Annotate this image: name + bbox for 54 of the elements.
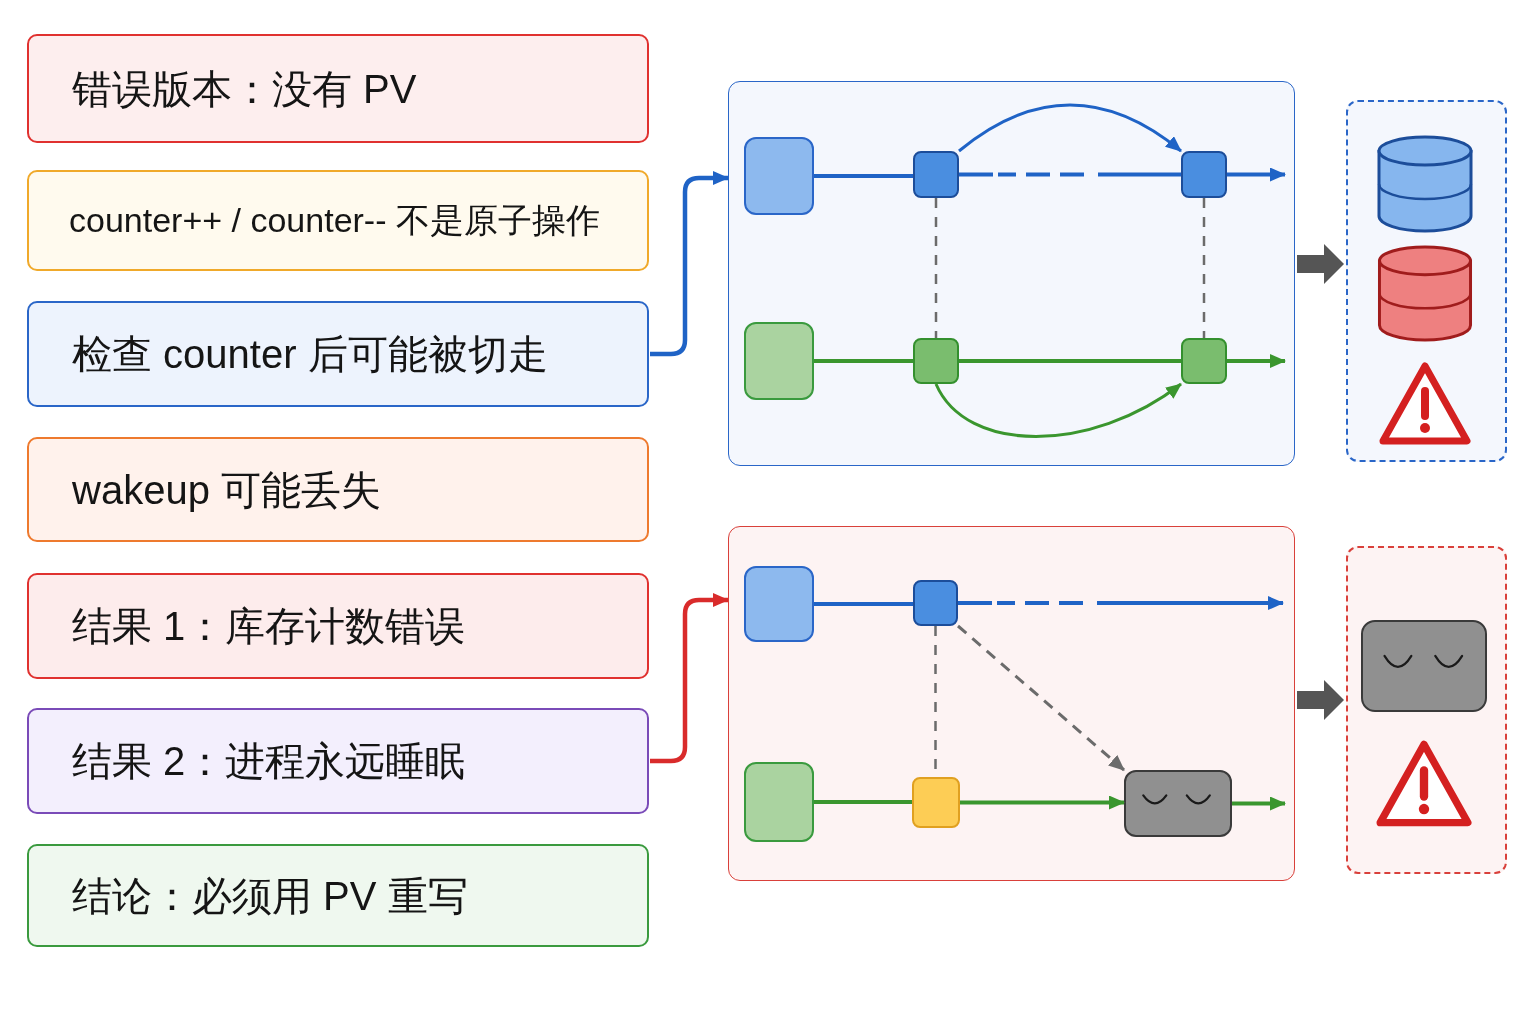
- warning-icon: [1379, 361, 1471, 446]
- card-text: 结果 1：库存计数错误: [72, 603, 466, 650]
- info-card: [27, 437, 649, 542]
- info-card: [27, 170, 649, 271]
- sleeping-block: [1361, 620, 1487, 712]
- card-text: wakeup 可能丢失: [72, 466, 381, 514]
- info-card: [27, 34, 649, 143]
- sleeping-block: [1123, 769, 1232, 837]
- timeline-line: [814, 602, 913, 606]
- arrow: [1227, 354, 1286, 368]
- database-cylinder: [1377, 135, 1473, 233]
- step-marker: [912, 337, 959, 384]
- step-marker: [912, 150, 959, 198]
- process-block: [743, 136, 814, 215]
- database-cylinder: [1377, 245, 1473, 342]
- info-card: [27, 844, 649, 947]
- arrow: [1232, 796, 1286, 811]
- curved-arrow: [958, 103, 1182, 153]
- process-block: [743, 565, 814, 642]
- step-marker: [1180, 150, 1227, 198]
- process-block: [743, 321, 814, 400]
- arrow: [1227, 167, 1286, 182]
- dashed-line: [1202, 198, 1206, 338]
- card-text: counter++ / counter-- 不是原子操作: [69, 200, 600, 241]
- dashed-line: [959, 172, 1181, 177]
- warning-icon: [1376, 739, 1472, 828]
- card-text: 检查 counter 后可能被切走: [72, 331, 548, 378]
- outcome-panel: [1346, 100, 1507, 462]
- process-block: [743, 761, 814, 842]
- curved-arrow: [934, 382, 1182, 438]
- info-card: [27, 573, 649, 679]
- step-marker: [912, 579, 958, 626]
- dashed-arrow: [957, 624, 1125, 772]
- timeline-panel: [728, 81, 1295, 466]
- elbow-arrow: [650, 171, 729, 357]
- timeline-panel: [728, 526, 1295, 881]
- timeline-line: [814, 800, 912, 804]
- card-text: 结论：必须用 PV 重写: [72, 872, 468, 920]
- timeline-line: [814, 174, 913, 178]
- dashed-line: [934, 198, 938, 338]
- info-card: [27, 708, 649, 814]
- info-card: [27, 301, 649, 407]
- step-marker: [911, 776, 960, 828]
- card-text: 结果 2：进程永远睡眠: [72, 738, 466, 785]
- elbow-arrow: [650, 593, 729, 764]
- arrow: [960, 795, 1125, 810]
- dashed-arrow: [958, 596, 1284, 610]
- step-marker: [1180, 337, 1227, 384]
- timeline-line: [814, 359, 913, 363]
- card-text: 错误版本：没有 PV: [72, 65, 417, 113]
- outcome-panel: [1346, 546, 1507, 874]
- block-arrow: [1297, 244, 1344, 284]
- timeline-line: [959, 359, 1181, 363]
- block-arrow: [1297, 680, 1344, 720]
